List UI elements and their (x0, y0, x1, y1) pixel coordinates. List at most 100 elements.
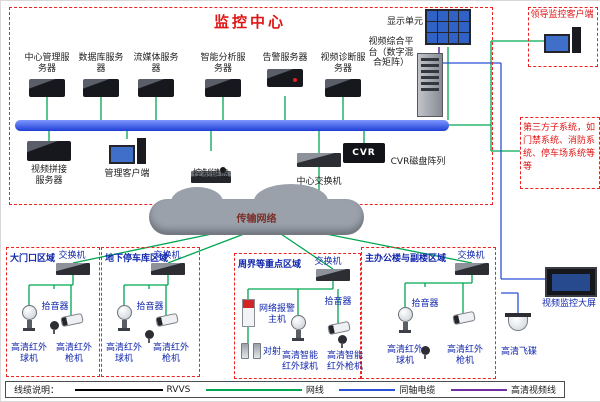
legend-item-coaxial-cable: 同轴电缆 (339, 383, 435, 396)
leader-client-box (528, 7, 598, 67)
coaxial-cable-swatch (339, 388, 396, 391)
rvvs-line-swatch (74, 388, 163, 391)
server-label: 告警服务器 (262, 53, 308, 63)
server-icon (83, 79, 119, 98)
area1-pickup-icon (50, 321, 59, 334)
leader-client-label: 领导监控客户端 (530, 10, 594, 20)
area2-pickup-label: 拾音器 (136, 302, 164, 312)
area1-dome-camera-label: 高清红外球机 (10, 343, 47, 364)
legend-item-rvvs: RVVS (74, 384, 191, 395)
server-intelligent-analysis: 智能分析服务器 (200, 53, 246, 98)
server-label: 视频诊断服务器 (320, 53, 366, 74)
legend-item-label: 网线 (305, 386, 324, 396)
video-wall-icon (425, 9, 471, 45)
area3-pickup-label: 拾音器 (324, 297, 352, 307)
area3-alarm-host-icon (242, 299, 255, 327)
page-title: 监控中心 (213, 13, 286, 31)
area3-dome-camera-label: 高清智能红外球机 (281, 351, 318, 372)
network-bus (15, 120, 449, 131)
hd-video-cable-swatch (450, 388, 507, 391)
cvr-badge: CVR (352, 148, 376, 158)
area3-bullet-camera-label: 高清智能红外枪机 (326, 351, 363, 372)
area3-pickup-icon (338, 335, 347, 348)
area2-dome-camera-label: 高清红外球机 (105, 343, 142, 364)
area-office-building: 主办公楼与副楼区域 (361, 247, 496, 379)
video-platform-label: 视频综合平台（数字混合矩阵） (368, 37, 414, 69)
third-party-text: 第三方子系统，如门禁系统、消防系统、停车场系统等等 (523, 123, 596, 173)
control-keyboard-icon (191, 167, 231, 183)
area4-bullet-camera-label: 高清红外枪机 (446, 345, 483, 366)
management-client-computer-icon (109, 138, 146, 164)
transmission-network-cloud: 传输网络 (149, 184, 364, 235)
server-streaming-media: 流媒体服务器 (133, 53, 179, 98)
center-switch-label: 中心交换机 (296, 177, 342, 187)
splice-server-icon (27, 141, 71, 161)
area1-dome-camera-icon (21, 305, 37, 331)
cable-legend: 线缆说明： RVVS 网线 同轴电缆 高清视频线 (5, 381, 565, 398)
control-keyboard-label: 控制键盘 (192, 169, 229, 179)
area-title: 地下停车库区域 (105, 254, 169, 264)
server-icon (267, 68, 303, 87)
video-big-screen-icon (545, 267, 597, 297)
server-icon (138, 79, 174, 98)
management-client-label: 管理客户端 (104, 169, 150, 179)
area2-pickup-icon (145, 330, 154, 343)
ufo-camera-icon (505, 313, 531, 331)
area2-switch-icon (151, 263, 185, 275)
area3-alarm-host-label: 网络报警主机 (258, 304, 295, 325)
area2-bullet-camera-label: 高清红外枪机 (152, 343, 189, 364)
server-icon (205, 79, 241, 98)
cvr-disk-array-label: CVR磁盘阵列 (390, 157, 446, 167)
legend-title: 线缆说明： (14, 386, 60, 396)
video-platform-chassis-icon (417, 53, 443, 117)
area4-switch-icon (455, 263, 489, 275)
area3-beam-detector-icon (241, 343, 261, 359)
server-icon (325, 79, 361, 98)
video-big-screen-label: 视频监控大屏 (541, 299, 596, 309)
area-title: 主办公楼与副楼区域 (365, 254, 447, 264)
area4-pickup-label: 拾音器 (411, 299, 439, 309)
splice-server-label: 视频拼接服务器 (30, 165, 67, 186)
area1-switch-label: 交换机 (58, 251, 86, 261)
server-label: 中心管理服务器 (24, 53, 70, 74)
transmission-network-label: 传输网络 (236, 214, 277, 225)
legend-item-label: 高清视频线 (510, 386, 556, 396)
server-database: 数据库服务器 (78, 53, 124, 98)
server-label: 流媒体服务器 (133, 53, 179, 74)
area-title: 周界等重点区域 (238, 260, 302, 270)
area3-switch-icon (316, 269, 350, 281)
area-underground-parking: 地下停车库区域 (101, 247, 200, 377)
area2-dome-camera-icon (116, 305, 132, 331)
ufo-camera-label: 高清飞碟 (500, 347, 537, 357)
server-label: 数据库服务器 (78, 53, 124, 74)
area-perimeter: 周界等重点区域 (234, 253, 361, 379)
display-unit-label: 显示单元 (386, 17, 423, 27)
area3-beam-detector-label: 对射 (262, 347, 281, 357)
area3-dome-camera-icon (290, 315, 306, 341)
area3-switch-label: 交换机 (314, 257, 342, 267)
area1-bullet-camera-label: 高清红外枪机 (55, 343, 92, 364)
area-main-gate: 大门口区域 (6, 247, 100, 377)
center-switch-icon (297, 153, 341, 167)
area4-dome-camera-icon (397, 307, 413, 333)
area1-pickup-label: 拾音器 (41, 302, 69, 312)
server-label: 智能分析服务器 (200, 53, 246, 74)
legend-item-network-cable: 网线 (205, 383, 324, 396)
area1-switch-icon (56, 263, 90, 275)
legend-item-hd-video-cable: 高清视频线 (450, 383, 556, 396)
area-title: 大门口区域 (10, 254, 56, 264)
legend-item-label: RVVS (166, 384, 191, 395)
leader-client-computer-icon (544, 27, 581, 53)
area4-pickup-icon (421, 346, 430, 359)
cvr-disk-array-icon: CVR (343, 143, 385, 163)
server-video-diagnosis: 视频诊断服务器 (320, 53, 366, 98)
network-cable-swatch (205, 388, 302, 391)
server-alarm: 告警服务器 (262, 53, 308, 87)
server-central-management: 中心管理服务器 (24, 53, 70, 98)
area4-dome-camera-label: 高清红外球机 (386, 345, 423, 366)
server-icon (29, 79, 65, 98)
area2-switch-label: 交换机 (153, 251, 181, 261)
legend-item-label: 同轴电缆 (399, 386, 436, 396)
